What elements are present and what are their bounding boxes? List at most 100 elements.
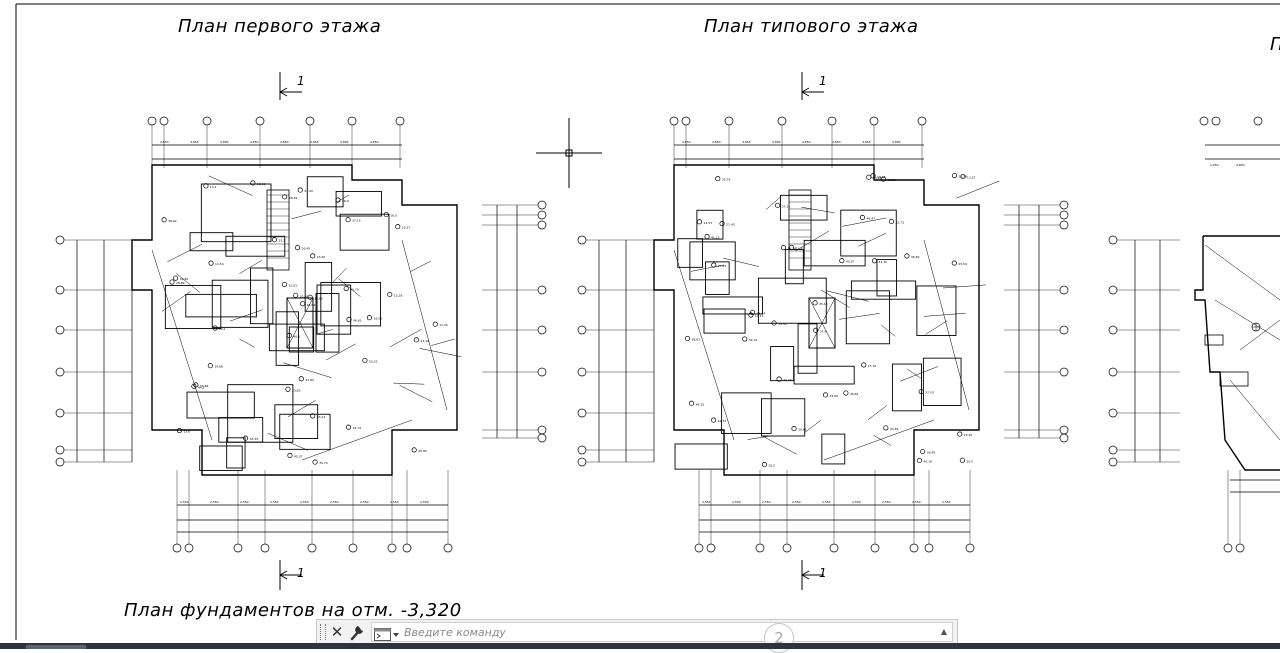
svg-text:14,80: 14,80: [314, 296, 323, 300]
command-prompt-icon[interactable]: [374, 626, 400, 641]
svg-text:23,37: 23,37: [402, 226, 411, 230]
svg-text:36,82: 36,82: [911, 255, 920, 259]
svg-text:42,67: 42,67: [846, 260, 855, 264]
svg-text:13,6: 13,6: [183, 430, 190, 434]
svg-text:35,74: 35,74: [319, 461, 328, 465]
svg-text:33,35: 33,35: [250, 437, 259, 441]
svg-text:2,550: 2,550: [762, 500, 771, 504]
section-mark-label: 1: [819, 566, 827, 580]
svg-text:34,10: 34,10: [749, 338, 758, 342]
svg-text:19,66: 19,66: [214, 365, 223, 369]
svg-text:39,78: 39,78: [722, 178, 731, 182]
svg-text:21,43: 21,43: [304, 189, 313, 193]
svg-text:15,29: 15,29: [887, 178, 896, 182]
svg-text:38,62: 38,62: [168, 219, 177, 223]
section-mark-label: 1: [819, 74, 827, 88]
svg-text:2,550: 2,550: [882, 500, 891, 504]
section-mark-label: 1: [297, 74, 305, 88]
svg-text:39,63: 39,63: [798, 428, 807, 432]
svg-text:26,45: 26,45: [302, 247, 311, 251]
svg-text:2,550: 2,550: [942, 500, 951, 504]
svg-text:2,550: 2,550: [360, 500, 369, 504]
svg-text:4,850: 4,850: [160, 140, 169, 144]
status-tab[interactable]: [26, 645, 86, 649]
svg-text:13,1: 13,1: [210, 185, 217, 189]
close-icon[interactable]: ✕: [330, 623, 344, 641]
svg-text:4,850: 4,850: [310, 140, 319, 144]
svg-text:18,55: 18,55: [877, 175, 886, 179]
svg-text:38,62: 38,62: [692, 337, 701, 341]
command-input[interactable]: [404, 623, 934, 641]
svg-text:19,15: 19,15: [964, 433, 973, 437]
svg-text:13,44: 13,44: [757, 311, 766, 315]
svg-text:16,0: 16,0: [390, 214, 397, 218]
svg-text:20,5: 20,5: [966, 459, 973, 463]
svg-text:41,82: 41,82: [305, 378, 314, 382]
svg-text:4,850: 4,850: [712, 140, 721, 144]
svg-text:13,57: 13,57: [967, 175, 976, 179]
svg-text:13,54: 13,54: [778, 322, 787, 326]
svg-text:4,850: 4,850: [862, 140, 871, 144]
svg-text:11,35: 11,35: [439, 323, 448, 327]
section-mark-label: 1: [297, 566, 305, 580]
wrench-icon[interactable]: [349, 622, 367, 642]
svg-text:21,43: 21,43: [726, 223, 735, 227]
svg-text:2,550: 2,550: [732, 500, 741, 504]
svg-text:2,550: 2,550: [912, 500, 921, 504]
svg-text:42,72: 42,72: [718, 419, 727, 423]
svg-text:26,9: 26,9: [342, 199, 349, 203]
svg-text:4,850: 4,850: [280, 140, 289, 144]
svg-text:19,26: 19,26: [180, 277, 189, 281]
svg-text:37,15: 37,15: [782, 204, 791, 208]
svg-text:2,550: 2,550: [792, 500, 801, 504]
svg-text:25,85: 25,85: [418, 449, 427, 453]
svg-text:20,32: 20,32: [369, 359, 378, 363]
svg-text:44,2: 44,2: [198, 385, 205, 389]
svg-text:22,1: 22,1: [219, 327, 226, 331]
svg-text:1,650: 1,650: [1210, 163, 1219, 167]
svg-text:31,81: 31,81: [288, 283, 297, 287]
grip-handle[interactable]: [320, 624, 326, 640]
svg-text:10,2: 10,2: [768, 464, 775, 468]
svg-text:13,14: 13,14: [420, 339, 429, 343]
command-line[interactable]: ✕ ▲: [316, 619, 958, 644]
svg-text:2,550: 2,550: [240, 500, 249, 504]
svg-text:15,73: 15,73: [896, 220, 905, 224]
svg-text:4,850: 4,850: [370, 140, 379, 144]
svg-text:2,550: 2,550: [270, 500, 279, 504]
svg-text:46,9: 46,9: [293, 334, 300, 338]
svg-text:19,14: 19,14: [787, 247, 796, 251]
svg-text:12,66: 12,66: [257, 182, 266, 186]
command-input-box[interactable]: ▲: [371, 622, 953, 642]
svg-text:2,550: 2,550: [852, 500, 861, 504]
svg-text:33,86: 33,86: [200, 384, 209, 388]
svg-text:40,18: 40,18: [923, 459, 932, 463]
svg-text:2,550: 2,550: [822, 500, 831, 504]
svg-text:45,59: 45,59: [958, 262, 967, 266]
svg-text:4,850: 4,850: [772, 140, 781, 144]
svg-text:41,30: 41,30: [878, 260, 887, 264]
drawing-area: 4,850 4,850 4,850 4,850 4,850 4,850 4,850 4,850…: [15, 3, 1280, 640]
svg-text:37,8: 37,8: [820, 329, 827, 333]
svg-text:2,550: 2,550: [702, 500, 711, 504]
svg-text:32,73: 32,73: [783, 378, 792, 382]
svg-text:4,850: 4,850: [340, 140, 349, 144]
foundation-plan-title: План фундаментов на отм. -3,320: [124, 600, 462, 621]
svg-text:13,53: 13,53: [703, 221, 712, 225]
svg-text:10,68: 10,68: [300, 294, 309, 298]
svg-text:4,850: 4,850: [802, 140, 811, 144]
svg-text:45,64: 45,64: [307, 303, 316, 307]
svg-text:4,850: 4,850: [892, 140, 901, 144]
chevron-up-icon[interactable]: ▲: [940, 627, 948, 636]
svg-text:40,70: 40,70: [350, 288, 359, 292]
svg-text:17,70: 17,70: [868, 364, 877, 368]
svg-text:2,550: 2,550: [390, 500, 399, 504]
svg-text:46,64: 46,64: [850, 392, 859, 396]
svg-text:2,550: 2,550: [210, 500, 219, 504]
svg-text:24,59: 24,59: [890, 427, 899, 431]
svg-text:25,2: 25,2: [278, 239, 285, 243]
svg-text:37,15: 37,15: [352, 219, 361, 223]
svg-text:22,28: 22,28: [958, 175, 967, 179]
svg-text:4,850: 4,850: [250, 140, 259, 144]
